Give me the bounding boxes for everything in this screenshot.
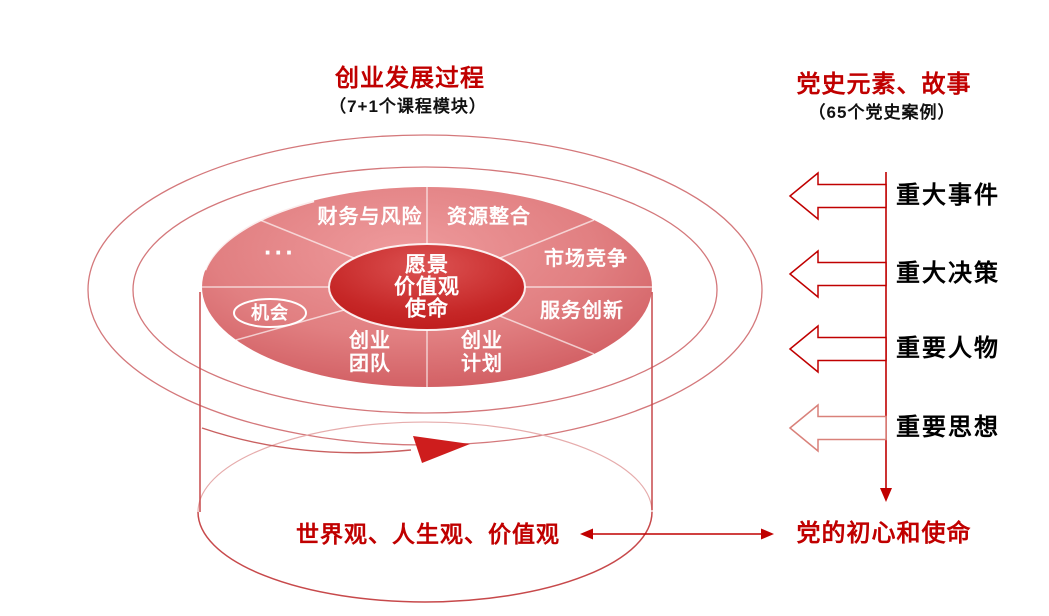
down-arrowhead: [880, 488, 892, 502]
cylinder-bottom-back-arc: [197, 421, 653, 513]
right-header-subtitle: （65个党史案例）: [808, 103, 956, 122]
opportunity-label: 机会: [251, 302, 289, 323]
history-arrow-3: [788, 324, 887, 374]
rotation-arrowhead: [413, 436, 470, 463]
bottom-right-label: 党的初心和使命: [796, 520, 972, 547]
wheel-center-core: [328, 243, 526, 331]
left-header-title: 创业发展过程: [335, 65, 485, 92]
history-arrow-1: [788, 171, 887, 221]
segment-label-plan-line1: 创业: [460, 328, 503, 352]
right-panel-label-important-thoughts: 重要思想: [896, 414, 1000, 441]
core-label-line2: 价值观: [394, 275, 460, 299]
segment-label-more: ···: [264, 237, 296, 267]
history-arrow-4: [788, 403, 887, 453]
right-panel-label-major-decisions: 重大决策: [896, 260, 1000, 287]
segment-label-team-line2: 团队: [349, 351, 391, 375]
left-header-subtitle: （7+1个课程模块）: [329, 97, 487, 116]
right-panel-label-important-figures: 重要人物: [896, 335, 1000, 362]
wheel-highlight-rim: [203, 199, 315, 271]
opportunity-oval: [233, 298, 307, 328]
segment-label-finance: 财务与风险: [318, 204, 423, 228]
right-panel-label-major-events: 重大事件: [896, 182, 1000, 209]
orbit-ellipse-middle: [132, 166, 718, 414]
right-header-title: 党史元素、故事: [796, 71, 972, 98]
bottom-double-arrow-left-head: [580, 528, 593, 540]
segment-label-market: 市场竞争: [544, 246, 628, 270]
bottom-left-label: 世界观、人生观、价值观: [296, 521, 560, 547]
history-arrow-2: [788, 249, 887, 299]
rotation-arc: [201, 427, 412, 454]
segment-label-service: 服务创新: [540, 298, 624, 322]
core-label-line1: 愿景: [405, 254, 449, 277]
cylinder-bottom-front-arc: [197, 511, 653, 603]
bottom-double-arrow-right-head: [761, 528, 774, 540]
core-label-line3: 使命: [404, 297, 449, 321]
segment-label-resources: 资源整合: [447, 204, 531, 228]
segment-label-team-line1: 创业: [348, 328, 391, 352]
segment-label-plan-line2: 计划: [461, 352, 503, 375]
